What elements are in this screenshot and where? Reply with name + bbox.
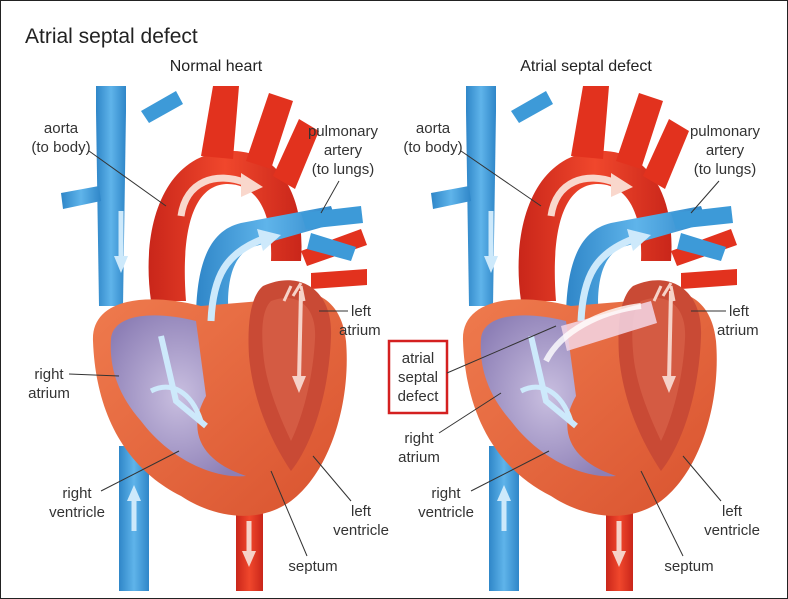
label-right-atrium: right atrium <box>28 366 120 402</box>
svg-text:atrium: atrium <box>717 322 759 339</box>
svg-text:right: right <box>431 485 461 502</box>
panel-title: Atrial septal defect <box>520 58 652 75</box>
label-left-ventricle: left ventricle <box>682 455 760 539</box>
svg-text:left: left <box>722 503 743 520</box>
svg-text:atrium: atrium <box>398 449 440 466</box>
svg-text:(to lungs): (to lungs) <box>312 161 375 178</box>
defect-highlight-box <box>387 339 449 415</box>
svg-text:ventricle: ventricle <box>333 522 389 539</box>
svg-text:atrial: atrial <box>402 350 435 367</box>
svg-text:pulmonary: pulmonary <box>690 123 761 140</box>
svg-text:ventricle: ventricle <box>49 504 105 521</box>
normal-heart-panel: Normal heart aorta (to body) pulmonary a… <box>28 58 389 591</box>
svg-text:defect: defect <box>398 388 440 405</box>
defect-shunt <box>543 301 657 363</box>
main-title: Atrial septal defect <box>25 25 198 48</box>
label-aorta: aorta (to body) <box>403 120 542 207</box>
svg-text:right: right <box>404 430 434 447</box>
label-left-atrium: left atrium <box>319 303 381 339</box>
label-septum: septum <box>270 470 338 575</box>
svg-text:right: right <box>62 485 92 502</box>
label-pulmonary-artery: pulmonary artery (to lungs) <box>308 123 379 214</box>
svg-text:atrium: atrium <box>339 322 381 339</box>
svg-text:(to body): (to body) <box>403 139 462 156</box>
label-right-atrium: right atrium <box>398 392 502 466</box>
svg-text:aorta: aorta <box>44 120 79 137</box>
panel-title: Normal heart <box>170 58 263 75</box>
svg-text:left: left <box>351 303 372 320</box>
svg-text:pulmonary: pulmonary <box>308 123 379 140</box>
svg-text:artery: artery <box>706 142 745 159</box>
svg-text:left: left <box>729 303 750 320</box>
svg-text:septum: septum <box>288 558 337 575</box>
svg-text:left: left <box>351 503 372 520</box>
svg-text:artery: artery <box>324 142 363 159</box>
svg-text:septum: septum <box>664 558 713 575</box>
label-left-atrium: left atrium <box>691 303 759 339</box>
label-right-ventricle: right ventricle <box>418 450 550 521</box>
label-right-ventricle: right ventricle <box>49 450 180 521</box>
svg-text:(to body): (to body) <box>31 139 90 156</box>
label-pulmonary-artery: pulmonary artery (to lungs) <box>690 123 761 214</box>
svg-text:right: right <box>34 366 64 383</box>
asd-heart-panel: Atrial septal defect aorta (to body) pul… <box>387 58 761 591</box>
label-atrial-septal-defect: atrial septal defect <box>387 325 557 415</box>
svg-text:atrium: atrium <box>28 385 70 402</box>
svg-text:septal: septal <box>398 369 438 386</box>
svg-text:ventricle: ventricle <box>418 504 474 521</box>
svg-text:ventricle: ventricle <box>704 522 760 539</box>
label-left-ventricle: left ventricle <box>312 455 389 539</box>
label-septum: septum <box>640 470 714 575</box>
svg-text:aorta: aorta <box>416 120 451 137</box>
label-aorta: aorta (to body) <box>31 120 167 207</box>
svg-text:(to lungs): (to lungs) <box>694 161 757 178</box>
